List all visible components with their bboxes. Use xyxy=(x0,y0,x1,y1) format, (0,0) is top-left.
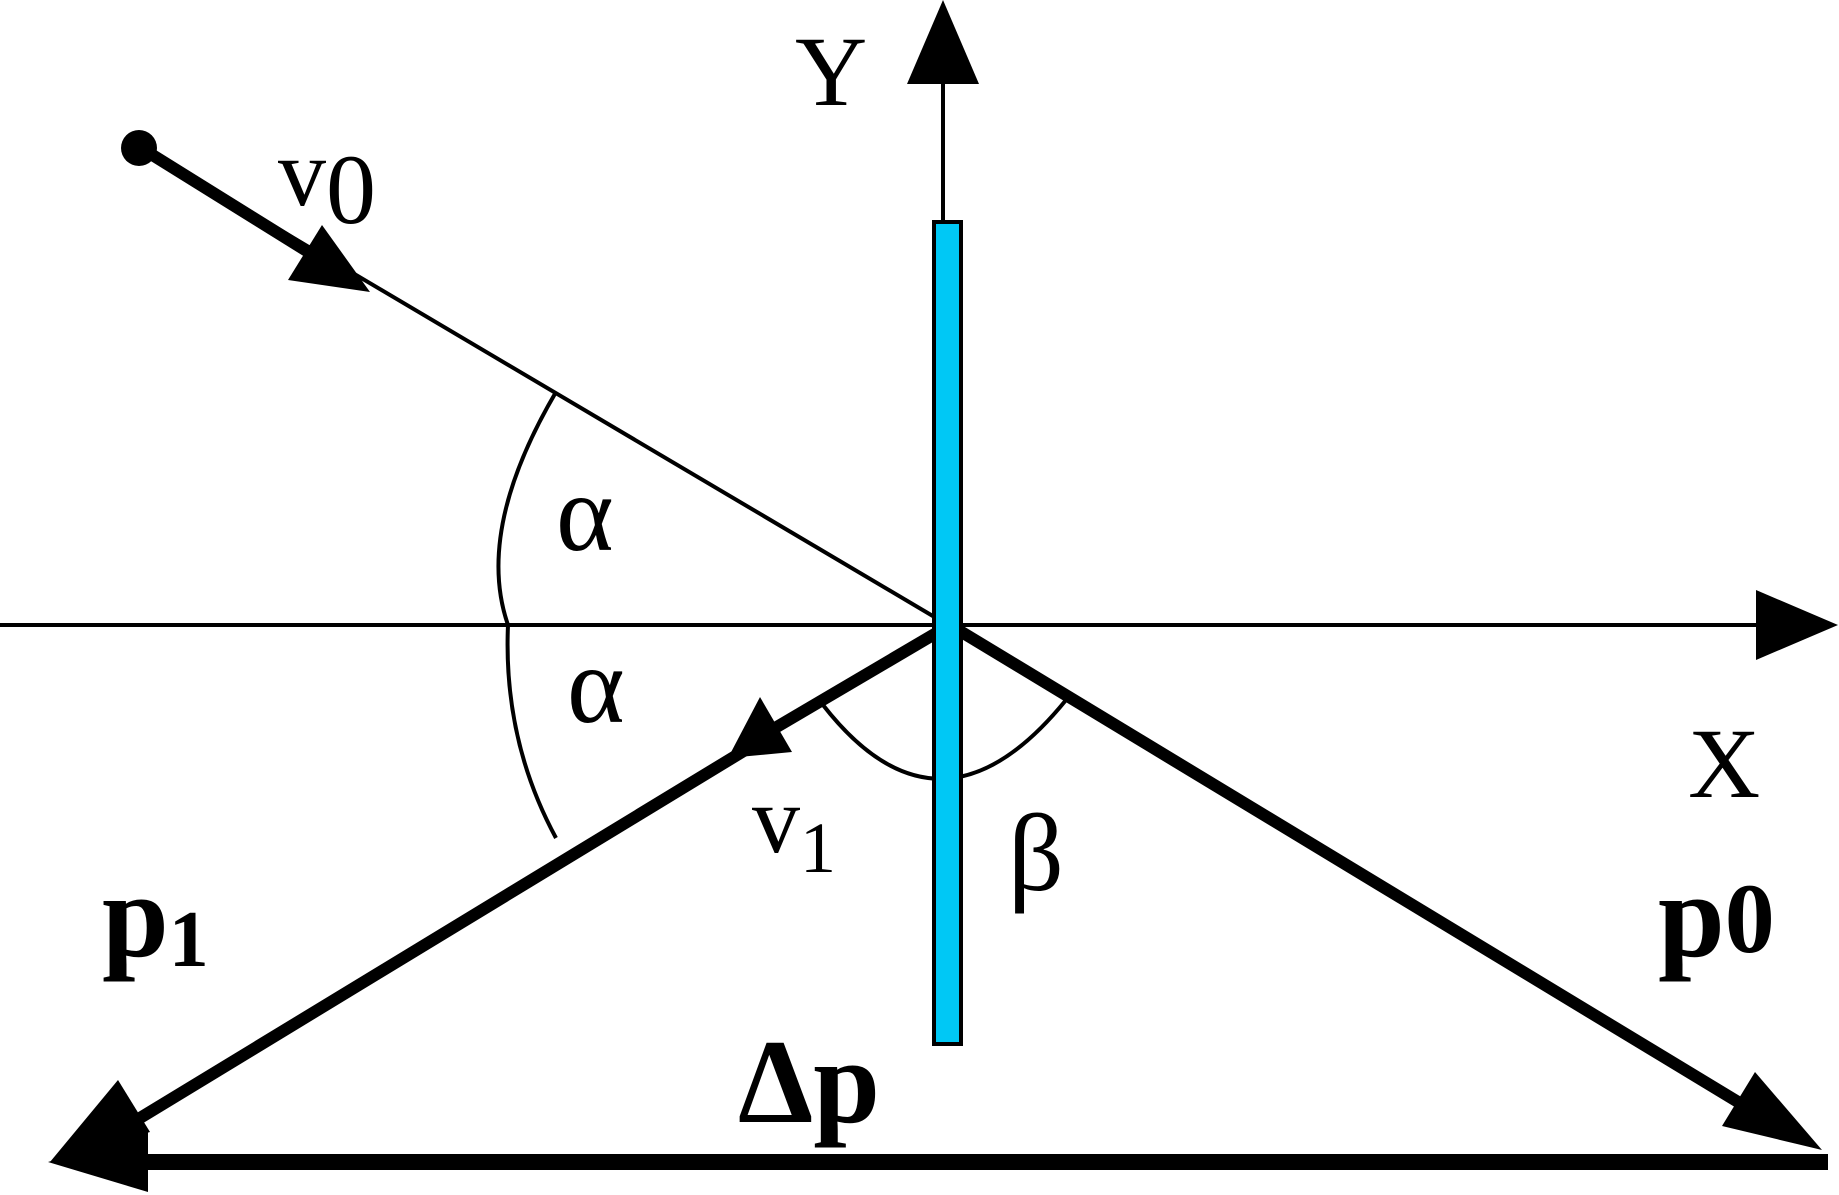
p0-label: p0 xyxy=(1658,849,1775,982)
v0-vector-shaft xyxy=(134,140,322,264)
p1-label: p1 xyxy=(102,849,209,984)
alpha-top-label: α xyxy=(556,452,614,574)
v1-vector-shaft xyxy=(771,616,959,734)
beta-label: β xyxy=(1008,792,1064,914)
x-axis-label: X xyxy=(1688,708,1760,819)
x-axis-arrowhead xyxy=(1756,590,1838,660)
v1-label: v1 xyxy=(752,766,836,888)
v0-label: v0 xyxy=(278,119,376,245)
p0-vector-arrowhead xyxy=(1722,1072,1822,1150)
delta-p-label: Δp xyxy=(738,1015,880,1148)
p1-vector-shaft xyxy=(136,729,774,1124)
v1-vector-arrowhead xyxy=(728,697,792,758)
alpha-angle-arc xyxy=(496,390,558,839)
p1-vector-arrowhead xyxy=(50,1080,150,1162)
p0-vector-shaft xyxy=(951,622,1752,1114)
alpha-bottom-label: α xyxy=(567,624,625,746)
ball-icon xyxy=(121,130,157,166)
wall-plate-icon xyxy=(932,220,963,1046)
y-axis-label: Y xyxy=(795,16,867,127)
v0-vector-arrowhead xyxy=(288,225,370,292)
y-axis-arrowhead xyxy=(907,0,979,84)
delta-p-vector-arrowhead xyxy=(48,1132,148,1192)
